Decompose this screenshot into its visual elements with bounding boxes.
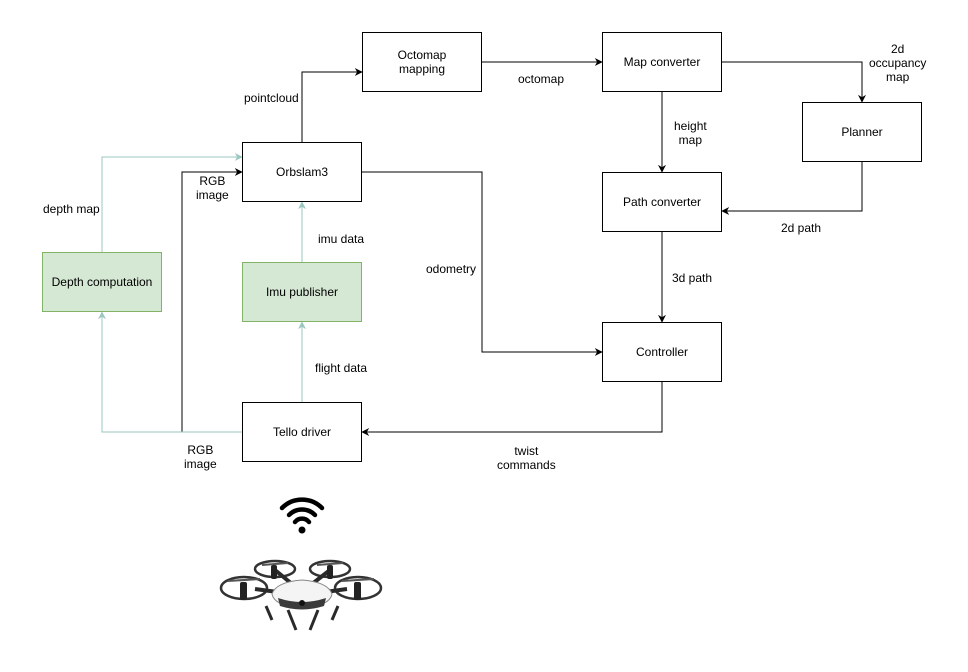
drone-icon xyxy=(219,559,383,631)
node-label: Orbslam3 xyxy=(275,165,328,179)
edge-planner-to-pathconverter xyxy=(721,162,863,215)
node-map-converter: Map converter xyxy=(602,32,722,92)
node-label: Map converter xyxy=(623,55,701,69)
edge-mapconverter-to-planner xyxy=(722,61,866,103)
edge-label-3d-path: 3d path xyxy=(672,271,713,285)
edge-label-rgb-image-top: RGB image xyxy=(196,174,229,202)
edge-label-octomap: octomap xyxy=(518,72,565,86)
node-label: Tello driver xyxy=(272,425,332,439)
node-planner: Planner xyxy=(802,102,922,162)
edge-label-odometry: odometry xyxy=(426,262,477,276)
node-tello-driver: Tello driver xyxy=(242,402,362,462)
node-label: Octomap mapping xyxy=(397,48,447,76)
node-label: Depth computation xyxy=(51,275,153,289)
node-octomap-mapping: Octomap mapping xyxy=(362,32,482,92)
node-controller: Controller xyxy=(602,322,722,382)
edge-orbslam-to-octomap xyxy=(301,68,363,142)
edge-label-height-map: height map xyxy=(674,119,707,147)
node-depth-computation: Depth computation xyxy=(42,252,162,312)
node-path-converter: Path converter xyxy=(602,172,722,232)
edge-tello-to-depth xyxy=(98,311,242,433)
edge-label-pointcloud: pointcloud xyxy=(244,91,299,105)
edge-label-rgb-image-bottom: RGB image xyxy=(184,443,217,471)
edge-label-depth-map: depth map xyxy=(43,202,100,216)
edge-label-2d-path: 2d path xyxy=(781,221,822,235)
node-label: Controller xyxy=(635,345,689,359)
node-imu-publisher: Imu publisher xyxy=(242,262,362,322)
edge-label-twist-commands: twist commands xyxy=(497,444,556,472)
wifi-icon xyxy=(279,497,325,534)
edge-label-flight-data: flight data xyxy=(315,361,368,375)
edge-label-occupancy-map: 2d occupancy map xyxy=(869,42,927,84)
node-label: Path converter xyxy=(622,195,702,209)
edge-controller-to-tello xyxy=(361,382,663,436)
node-orbslam3: Orbslam3 xyxy=(242,142,362,202)
edge-depth-to-orbslam xyxy=(101,153,243,252)
edge-tello-to-orbslam-rgb xyxy=(181,168,243,433)
node-label: Planner xyxy=(841,125,883,139)
node-label: Imu publisher xyxy=(265,285,339,299)
edge-label-imu-data: imu data xyxy=(318,232,365,246)
edge-orbslam-to-controller xyxy=(362,171,603,356)
